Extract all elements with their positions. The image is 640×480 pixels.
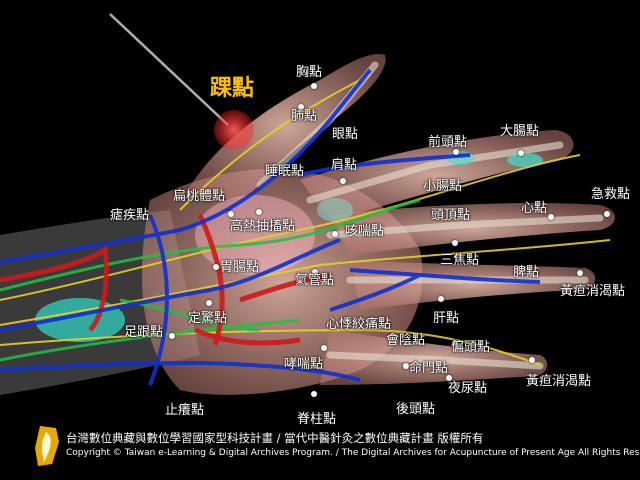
thumb (185, 54, 386, 200)
point-label[interactable]: 黃疸消渴點 (560, 284, 626, 299)
copyright-chinese: 台灣數位典藏與數位學習國家型科技計畫 / 當代中醫針灸之數位典藏計畫 版權所有 (66, 431, 484, 445)
copyright-english: Copyright © Taiwan e-Learning & Digital … (66, 448, 640, 458)
point-label[interactable]: 急救點 (591, 187, 631, 202)
point-label[interactable]: 扁桃體點 (173, 189, 226, 204)
acupuncture-needle (109, 13, 229, 126)
point-label[interactable]: 心點 (521, 201, 548, 216)
point-label[interactable]: 睡眠點 (265, 164, 305, 179)
point-label[interactable]: 眼點 (332, 127, 359, 142)
veins (0, 68, 541, 386)
point-dot[interactable] (311, 391, 317, 397)
point-label[interactable]: 瘧疾點 (110, 208, 150, 223)
point-label[interactable]: 足跟點 (124, 325, 164, 340)
point-label[interactable]: 脊柱點 (297, 412, 337, 427)
middle-finger (330, 203, 615, 255)
point-label[interactable]: 高熱抽搐點 (230, 219, 296, 234)
point-dot[interactable] (298, 104, 304, 110)
highlight-point-glow (214, 110, 254, 150)
point-label[interactable]: 咳喘點 (345, 224, 385, 239)
point-dot[interactable] (403, 363, 409, 369)
point-dot[interactable] (256, 209, 262, 215)
thenar-muscle (195, 195, 315, 275)
point-label[interactable]: 命門點 (409, 361, 449, 376)
point-label[interactable]: 三焦點 (440, 253, 480, 268)
point-dot[interactable] (169, 333, 175, 339)
point-dot[interactable] (604, 211, 610, 217)
point-dot[interactable] (438, 296, 444, 302)
point-label[interactable]: 止癢點 (165, 403, 205, 418)
point-label[interactable]: 前頭點 (428, 135, 468, 150)
point-dot[interactable] (452, 240, 458, 246)
point-dot[interactable] (332, 231, 338, 237)
point-dot[interactable] (548, 214, 554, 220)
point-label[interactable]: 會陰點 (386, 333, 426, 348)
point-label[interactable]: 小腸點 (423, 179, 463, 194)
point-dot[interactable] (321, 345, 327, 351)
point-label[interactable]: 頭頂點 (431, 208, 471, 223)
point-dot[interactable] (529, 357, 535, 363)
nerves (0, 74, 611, 366)
point-label[interactable]: 氣管點 (295, 273, 335, 288)
highlighted-point-label: 踝點 (210, 76, 255, 101)
point-label[interactable]: 胃腸點 (220, 260, 260, 275)
point-dot[interactable] (206, 300, 212, 306)
point-label[interactable]: 肝點 (433, 311, 460, 326)
point-dot[interactable] (577, 270, 583, 276)
point-label[interactable]: 脾點 (513, 265, 540, 280)
taiwan-logo-icon (35, 426, 59, 466)
arteries (0, 213, 331, 346)
point-label[interactable]: 黃疸消渴點 (526, 374, 592, 389)
point-dot[interactable] (446, 375, 452, 381)
point-label[interactable]: 夜尿點 (448, 381, 488, 396)
point-dot[interactable] (213, 264, 219, 270)
point-dot[interactable] (453, 149, 459, 155)
point-dot[interactable] (312, 269, 318, 275)
point-label[interactable]: 哮喘點 (284, 357, 324, 372)
point-label[interactable]: 胸點 (296, 65, 323, 80)
point-dot[interactable] (452, 340, 458, 346)
point-dot[interactable] (340, 178, 346, 184)
point-label[interactable]: 大腸點 (500, 124, 540, 139)
point-label[interactable]: 肺點 (291, 109, 318, 124)
point-dot[interactable] (228, 211, 234, 217)
point-label[interactable]: 肩點 (331, 158, 358, 173)
point-dot[interactable] (311, 83, 317, 89)
point-dot[interactable] (518, 150, 524, 156)
point-label[interactable]: 心悸絞痛點 (326, 317, 392, 332)
point-label[interactable]: 定驚點 (188, 311, 228, 326)
point-label[interactable]: 偏頭點 (451, 340, 491, 355)
point-label[interactable]: 後頭點 (396, 402, 436, 417)
